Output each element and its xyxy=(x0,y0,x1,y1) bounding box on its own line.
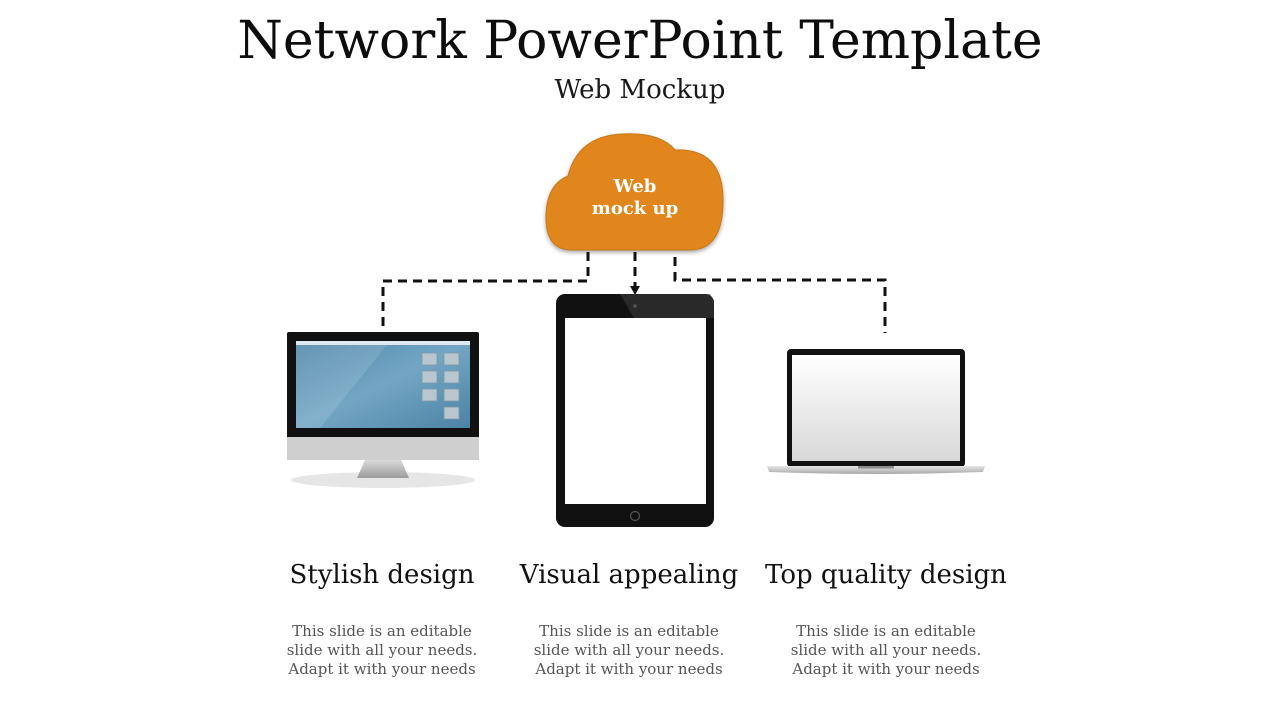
feature-description-quality: This slide is an editable slide with all… xyxy=(790,622,982,678)
feature-title-stylish: Stylish design xyxy=(289,560,475,590)
slide-title: Network PowerPoint Template xyxy=(237,11,1043,71)
arrow-head-icon xyxy=(630,286,640,295)
feature-title-quality: Top quality design xyxy=(765,560,1007,590)
connector-lines xyxy=(381,252,887,333)
cloud-label-line1: Web xyxy=(613,176,657,197)
cloud-icon xyxy=(545,133,724,251)
cloud-label: Web mock up xyxy=(560,176,710,220)
cloud-label-line2: mock up xyxy=(591,198,679,219)
feature-title-visual: Visual appealing xyxy=(519,560,739,590)
slide-subtitle: Web Mockup xyxy=(554,75,726,105)
desktop-monitor-icon xyxy=(287,332,479,488)
feature-description-visual: This slide is an editable slide with all… xyxy=(533,622,725,678)
connector-right xyxy=(673,257,887,333)
feature-description-stylish: This slide is an editable slide with all… xyxy=(286,622,478,678)
tablet-icon xyxy=(556,294,714,527)
laptop-icon xyxy=(767,349,985,474)
connector-left xyxy=(381,252,590,332)
